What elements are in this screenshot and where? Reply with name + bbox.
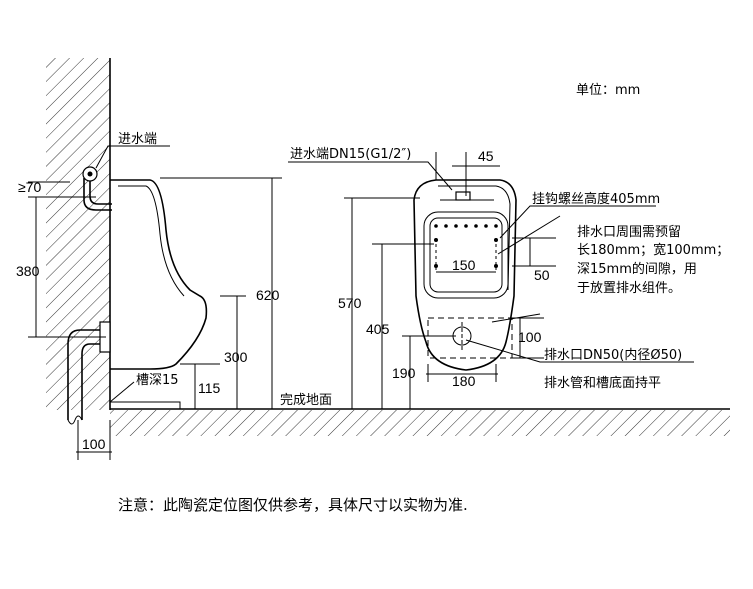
side-view	[28, 145, 282, 460]
drain-note-line-3: 深15mm的间隙，用	[577, 261, 697, 277]
dim-100-bottom: 100	[82, 436, 106, 452]
hook-height-label: 挂钩螺丝高度405mm	[532, 191, 660, 207]
dim-300: 300	[224, 349, 248, 365]
groove-depth-label: 槽深15	[136, 373, 179, 388]
wall	[46, 58, 111, 410]
drain-flush-label: 排水管和槽底面持平	[544, 375, 661, 391]
unit-label: 单位：mm	[576, 83, 640, 98]
drain-note-line-2: 长180mm；宽100mm；	[577, 242, 729, 258]
dim-620: 620	[256, 287, 280, 303]
dim-50: 50	[534, 267, 550, 283]
drain-note-line-1: 排水口周围需预留	[577, 225, 681, 240]
dim-570: 570	[338, 295, 362, 311]
floor-label: 完成地面	[280, 393, 332, 408]
dim-100-right: 100	[518, 329, 542, 345]
front-view	[288, 152, 694, 409]
dim-380: 380	[16, 263, 40, 279]
inlet-front-label: 进水端DN15(G1/2″)	[290, 147, 411, 162]
footnote: 注意：此陶瓷定位图仅供参考，具体尺寸以实物为准.	[118, 496, 468, 514]
dim-190: 190	[392, 365, 416, 381]
drain-outlet-label: 排水口DN50(内径Ø50)	[544, 347, 682, 363]
dim-180: 180	[452, 373, 476, 389]
dim-405: 405	[366, 321, 390, 337]
inlet-left-label: 进水端	[118, 132, 157, 147]
drain-note-line-4: 于放置排水组件。	[577, 281, 681, 296]
dim-150: 150	[452, 257, 476, 273]
floor	[110, 408, 730, 436]
dim-115: 115	[198, 380, 221, 396]
dim-70: ≥70	[18, 179, 41, 195]
dim-45: 45	[478, 148, 494, 164]
